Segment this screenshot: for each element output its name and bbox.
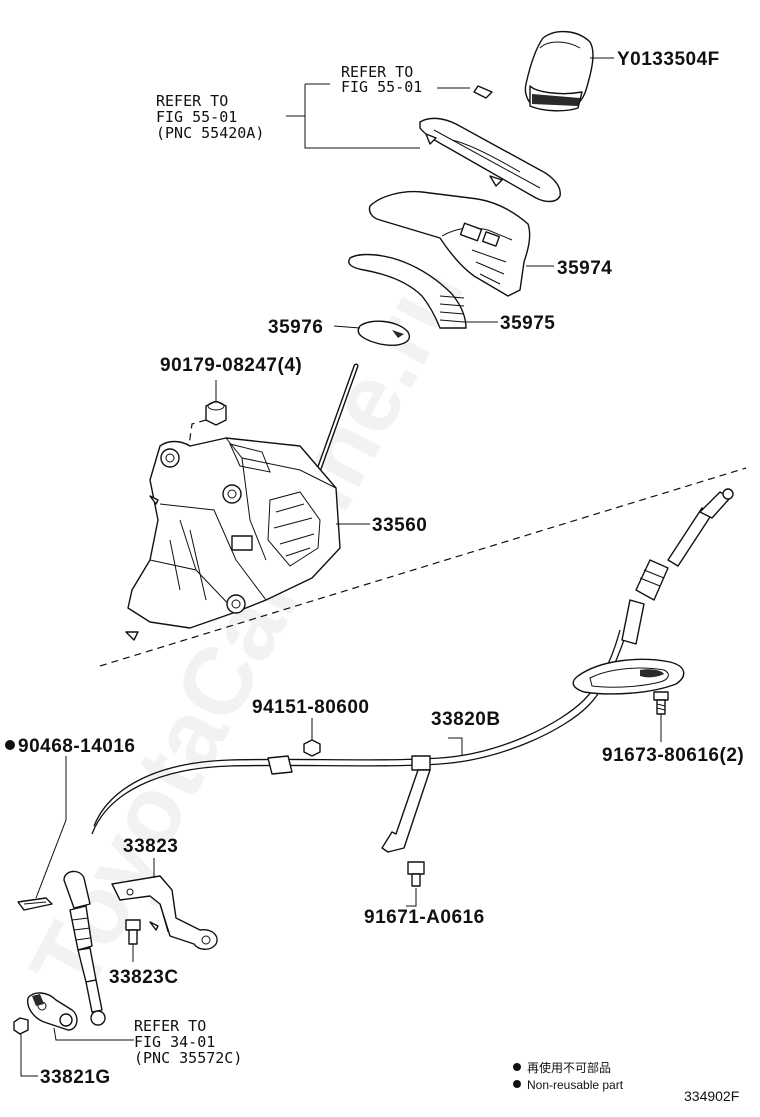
- refer-b-line2[interactable]: FIG 55-01: [156, 108, 237, 126]
- diagram-code: 334902F: [684, 1088, 739, 1104]
- shift-lever-plate[interactable]: [419, 117, 561, 203]
- part-33560-shift-lever-assembly[interactable]: [125, 363, 359, 641]
- label-y0133504f[interactable]: Y0133504F: [617, 49, 720, 70]
- bezel-clip[interactable]: [473, 85, 493, 99]
- refer-a-line2[interactable]: FIG 55-01: [341, 78, 422, 96]
- part-33820b-shift-cable[interactable]: [63, 488, 734, 1026]
- legend-jp: 再使用不可部品: [527, 1060, 611, 1075]
- refer-b-line1: REFER TO: [156, 92, 228, 110]
- label-35975[interactable]: 35975: [500, 313, 555, 334]
- legend-dot-en: [513, 1080, 521, 1088]
- section-divider: [99, 467, 747, 667]
- shift-knob[interactable]: [524, 31, 594, 112]
- bolt-91673[interactable]: [653, 691, 669, 715]
- nut-94151[interactable]: [303, 739, 321, 757]
- legend-dot-jp: [513, 1063, 521, 1071]
- label-33821g[interactable]: 33821G: [40, 1067, 111, 1088]
- refer-c-line2[interactable]: FIG 34-01: [134, 1033, 215, 1051]
- legend-en: Non-reusable part: [527, 1078, 624, 1092]
- label-33820b[interactable]: 33820B: [431, 709, 501, 730]
- part-33823-bracket[interactable]: [111, 875, 218, 950]
- refer-c-line3: (PNC 35572C): [134, 1049, 242, 1067]
- refer-b-leader: [304, 84, 420, 149]
- label-90468-14016[interactable]: 90468-14016: [18, 736, 136, 757]
- shift-lever-bracket-fig34[interactable]: [27, 992, 78, 1031]
- non-reusable-marker: [5, 740, 15, 750]
- label-91673-80616[interactable]: 91673-80616(2): [602, 745, 744, 766]
- part-35974-indicator-housing[interactable]: [368, 190, 531, 297]
- refer-b-line3: (PNC 55420A): [156, 124, 264, 142]
- label-35974[interactable]: 35974: [557, 258, 612, 279]
- label-94151-80600[interactable]: 94151-80600: [252, 697, 370, 718]
- label-35976[interactable]: 35976: [268, 317, 323, 338]
- label-33560[interactable]: 33560: [372, 515, 427, 536]
- label-33823[interactable]: 33823: [123, 836, 178, 857]
- label-91671-a0616[interactable]: 91671-A0616: [364, 907, 485, 928]
- bolt-91671[interactable]: [407, 861, 425, 887]
- clamp-90468[interactable]: [17, 897, 53, 911]
- part-35975-slide-cover[interactable]: [348, 253, 467, 329]
- refer-a-line1: REFER TO: [341, 63, 413, 81]
- label-90179-08247[interactable]: 90179-08247(4): [160, 355, 302, 376]
- label-33823c[interactable]: 33823C: [109, 967, 179, 988]
- nut-90179[interactable]: [205, 400, 227, 426]
- nut-33821g[interactable]: [13, 1017, 29, 1035]
- part-35976-plate[interactable]: [357, 320, 411, 346]
- refer-c-line1: REFER TO: [134, 1017, 206, 1035]
